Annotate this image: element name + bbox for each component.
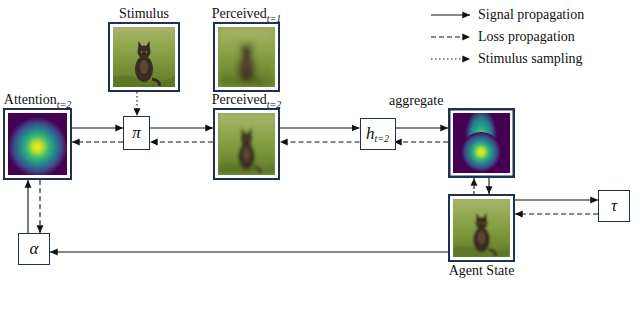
- attention-map: Attentiont=2: [3, 108, 72, 180]
- legend-text: Loss propagation: [478, 29, 575, 45]
- subscript: t=2: [267, 99, 282, 110]
- legend-row: Signal propagation: [430, 4, 584, 26]
- node-label-text: Perceived: [212, 92, 267, 107]
- signal-arrow: [280, 127, 360, 128]
- node-label-text: Perceived: [212, 6, 267, 21]
- legend-text: Signal propagation: [478, 7, 584, 23]
- node-label: π: [124, 117, 149, 149]
- signal-arrow: [27, 180, 28, 233]
- node-label-text: α: [30, 240, 39, 259]
- signal-arrow: [150, 127, 213, 128]
- legend-line: [431, 14, 470, 15]
- legend-line: [431, 58, 470, 59]
- node-label: ht=2: [361, 119, 395, 149]
- stimulus-photo: [113, 27, 175, 87]
- loss-arrow: [150, 141, 213, 142]
- aggregate-heatmap: [453, 113, 510, 173]
- signal-arrow: [515, 199, 598, 200]
- loss-arrow: [515, 213, 598, 214]
- loss-arrow: [39, 180, 40, 233]
- annotation-label: aggregate: [389, 93, 443, 108]
- signal-arrow: [72, 127, 123, 128]
- node-label: Perceivedt=2: [212, 92, 282, 107]
- subscript: t=2: [57, 99, 72, 110]
- image-frame: [449, 109, 514, 177]
- loss-arrow: [72, 141, 123, 142]
- node-label: Stimulus: [119, 6, 169, 21]
- node-label-text: Attention: [4, 92, 57, 107]
- node-label-text: π: [132, 124, 141, 143]
- legend-text: Stimulus sampling: [478, 51, 583, 67]
- sampling-arrow: [136, 92, 137, 116]
- signal-arrow: [394, 127, 448, 128]
- subscript: t=1: [267, 13, 282, 24]
- node-label: Perceivedt=1: [212, 6, 282, 21]
- node-label-text: Agent State: [449, 263, 515, 278]
- agent-state-photo: [453, 199, 510, 257]
- node-label: α: [19, 234, 49, 264]
- subscript: t=2: [374, 133, 389, 144]
- node-label-text: h: [366, 125, 375, 144]
- legend-row: Stimulus sampling: [430, 48, 584, 70]
- legend-sample: [430, 53, 472, 65]
- task-box: τ: [598, 190, 630, 222]
- encoder-box: ht=2: [360, 118, 396, 150]
- loss-arrow: [394, 141, 448, 142]
- agent-state-image: Agent State: [448, 194, 515, 262]
- perceived-image: Perceivedt=2: [213, 108, 280, 180]
- node-label: Attentiont=2: [4, 92, 71, 107]
- stimulus-image: Stimulus: [108, 22, 180, 92]
- legend-sample: [430, 9, 472, 21]
- loss-arrow: [473, 178, 474, 194]
- signal-arrow: [50, 251, 448, 252]
- node-label-text: Stimulus: [119, 6, 169, 21]
- legend-line: [431, 36, 470, 37]
- legend-sample: [430, 31, 472, 43]
- node-label-text: τ: [611, 197, 617, 216]
- loss-arrow: [280, 141, 360, 142]
- perceived-photo: [218, 113, 275, 175]
- signal-arrow: [488, 178, 489, 194]
- attention-box: α: [18, 233, 50, 265]
- sampling-box: π: [123, 116, 150, 150]
- legend-row: Loss propagation: [430, 26, 584, 48]
- node-label: τ: [599, 191, 629, 221]
- attention-heatmap: [8, 113, 67, 175]
- perceived-image: Perceivedt=1: [213, 22, 280, 92]
- node-label: Agent State: [449, 263, 515, 278]
- legend: Signal propagationLoss propagationStimul…: [430, 4, 584, 70]
- perceived-photo: [218, 27, 275, 87]
